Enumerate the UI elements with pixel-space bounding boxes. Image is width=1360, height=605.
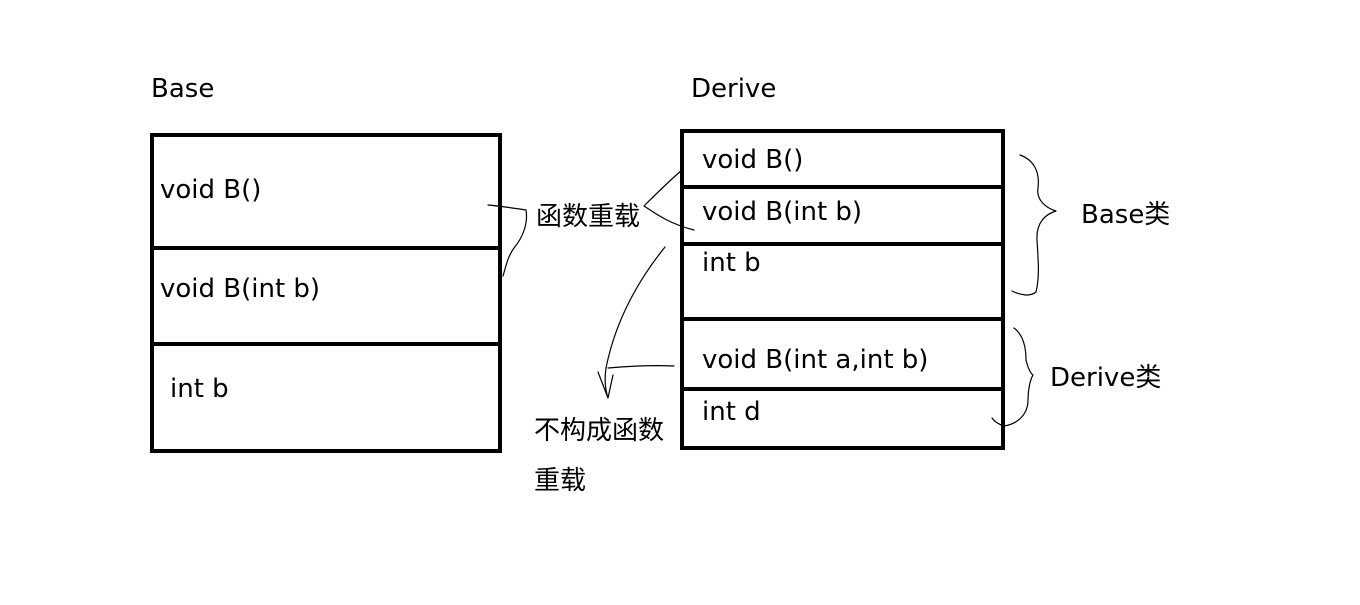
no-overload-label-line1: 不构成函数 <box>534 416 665 446</box>
base-row-label: void B() <box>160 175 262 205</box>
derive-row-void-b-int-a-b: void B(int a,int b) <box>684 321 1001 391</box>
derive-row-int-b: int b <box>684 246 1001 321</box>
no-overload-label-line2: 重载 <box>534 466 587 496</box>
overload-label: 函数重载 <box>536 202 641 232</box>
base-box: void B() void B(int b) int b <box>150 133 502 453</box>
no-overload-arrow-head <box>597 371 614 399</box>
base-row-label: int b <box>170 374 229 404</box>
derive-row-void-b-int: void B(int b) <box>684 189 1001 246</box>
derive-class-label: Derive类 <box>1050 363 1162 393</box>
derive-row-void-b: void B() <box>684 133 1001 189</box>
derive-title: Derive <box>691 74 777 104</box>
derive-row-label: int d <box>702 397 761 427</box>
base-class-label: Base类 <box>1081 200 1171 230</box>
base-row-void-b: void B() <box>154 137 498 250</box>
base-row-label: void B(int b) <box>160 274 321 304</box>
base-class-brace <box>1011 154 1057 296</box>
derive-row-label: void B(int b) <box>702 197 863 227</box>
no-overload-arrow-stem <box>607 365 675 369</box>
base-row-void-b-int: void B(int b) <box>154 250 498 346</box>
derive-row-label: void B() <box>702 145 804 175</box>
base-row-int-b: int b <box>154 346 498 449</box>
derive-box: void B() void B(int b) int b void B(int … <box>680 129 1005 450</box>
derive-row-int-d: int d <box>684 391 1001 450</box>
derive-row-label: int b <box>702 248 761 278</box>
derive-row-label: void B(int a,int b) <box>702 345 929 375</box>
base-title: Base <box>151 74 215 104</box>
no-overload-arrow-curve <box>604 246 666 399</box>
